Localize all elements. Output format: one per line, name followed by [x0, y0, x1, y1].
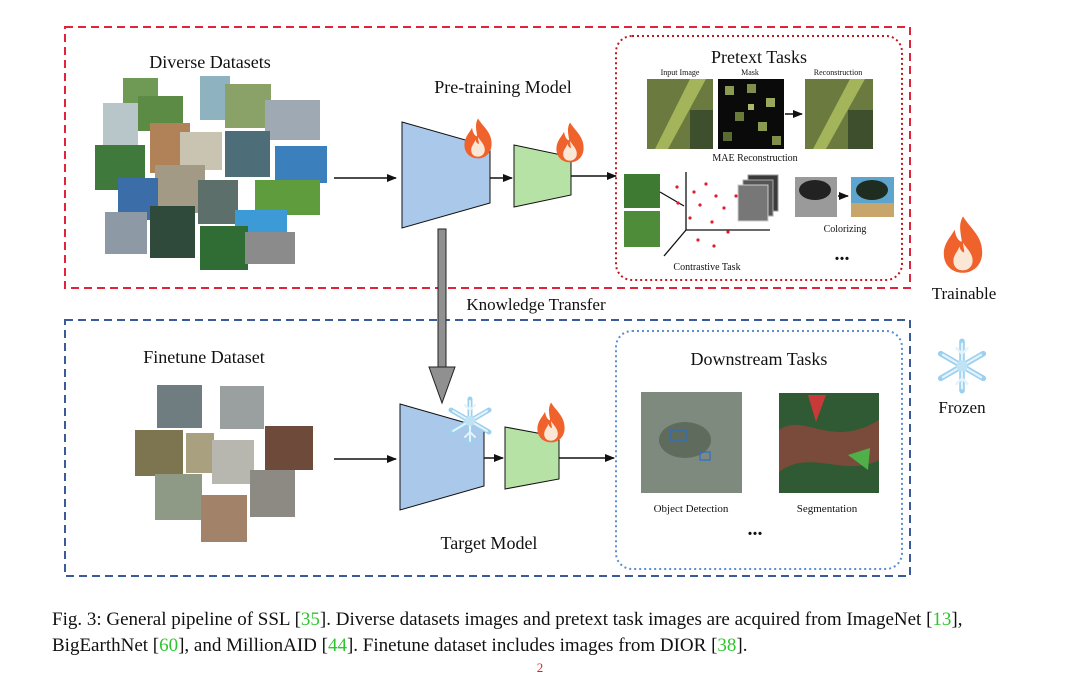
pretext-more-ellipsis: ... [835, 243, 850, 265]
trainable-label: Trainable [932, 284, 997, 303]
flame-icon [537, 402, 565, 443]
flame-icon [943, 216, 983, 273]
citation-link[interactable]: 60 [159, 635, 179, 656]
ssl-pipeline-diagram: Diverse Datasets Pre-training Model Pret… [64, 26, 997, 577]
caption-text: ]. [736, 635, 748, 656]
snowflake-icon [941, 341, 984, 390]
contrastive-task-label: Contrastive Task [673, 262, 740, 273]
downstream-tasks-box [615, 330, 903, 570]
citation-link[interactable]: 35 [300, 609, 320, 630]
knowledge-transfer-label: Knowledge Transfer [466, 295, 606, 314]
pretext-tasks-title: Pretext Tasks [711, 47, 807, 67]
finetune-dataset-collage [135, 385, 313, 542]
reconstruction-label: Reconstruction [814, 68, 862, 77]
finetune-region [64, 319, 911, 577]
mae-reconstruction-image [805, 79, 873, 149]
figure-caption: Fig. 3: General pipeline of SSL [35]. Di… [52, 607, 1037, 659]
flame-icon [464, 118, 492, 159]
page-number: 2 [536, 660, 544, 675]
pretraining-head [513, 144, 572, 208]
knowledge-transfer-arrow-shaft [437, 228, 447, 369]
caption-text: Fig. 3: General pipeline of SSL [ [52, 609, 301, 630]
citation-link[interactable]: 38 [717, 635, 737, 656]
flame-icon [556, 122, 584, 163]
colorizing-color-image [851, 177, 894, 217]
downstream-more-ellipsis: ... [748, 518, 763, 540]
finetune-dataset-label: Finetune Dataset [143, 347, 264, 367]
segmentation-label: Segmentation [797, 503, 858, 515]
caption-text: ], and MillionAID [ [178, 635, 328, 656]
contrastive-image-stack [737, 174, 779, 222]
pretraining-model-label: Pre-training Model [434, 77, 571, 97]
downstream-tasks-title: Downstream Tasks [691, 349, 828, 369]
target-model-label: Target Model [441, 533, 538, 553]
mae-input-image [647, 79, 713, 149]
contrastive-points [675, 182, 746, 248]
mask-label: Mask [741, 68, 759, 77]
pretext-tasks-box [615, 35, 903, 281]
frozen-label: Frozen [938, 398, 986, 417]
mae-reconstruction-label: MAE Reconstruction [712, 153, 797, 164]
caption-text: ], BigEarthNet [ [52, 609, 963, 656]
knowledge-transfer-arrow-head [428, 366, 456, 405]
target-encoder [399, 403, 485, 511]
diverse-datasets-label: Diverse Datasets [149, 52, 270, 72]
object-detection-image [641, 392, 742, 493]
colorizing-label: Colorizing [824, 224, 867, 235]
mae-mask-image [718, 79, 784, 149]
caption-text: ]. Finetune dataset includes images from… [346, 635, 718, 656]
colorizing-gray-image [795, 177, 837, 217]
caption-text: ]. Diverse datasets images and pretext t… [319, 609, 933, 630]
pretraining-region [64, 26, 911, 289]
diverse-datasets-collage [95, 76, 327, 270]
segmentation-image [779, 393, 879, 493]
input-image-label: Input Image [661, 68, 700, 77]
contrastive-axes [659, 172, 770, 257]
object-detection-label: Object Detection [654, 503, 729, 515]
citation-link[interactable]: 44 [327, 635, 347, 656]
citation-link[interactable]: 13 [932, 609, 952, 630]
contrastive-images [624, 174, 660, 247]
